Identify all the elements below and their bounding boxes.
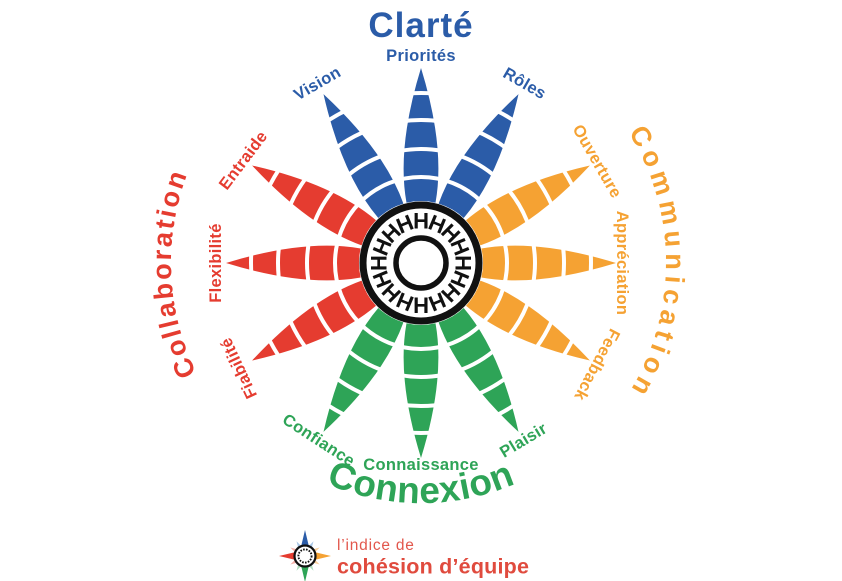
- spoke-label-entraide: Entraide: [216, 128, 272, 193]
- brand-mini-logo: [279, 530, 331, 581]
- spoke-label-ouverture: Ouverture: [569, 122, 625, 202]
- petal-communication: [481, 245, 616, 281]
- spoke-label-roles: Rôles: [500, 64, 549, 103]
- logo-letter: H: [451, 255, 476, 271]
- petal-connexion: [403, 323, 439, 458]
- quadrant-title-clarte: Clarté: [368, 6, 473, 45]
- brand-text-line1: l’indice de: [337, 537, 415, 554]
- brand-text-line2: cohésion d’équipe: [337, 555, 529, 579]
- petal-clarte: [403, 68, 439, 203]
- spoke-label-connaissance: Connaissance: [363, 456, 478, 474]
- logo-inner-ring: [393, 235, 449, 291]
- logo-letter: H: [367, 255, 392, 271]
- segment-arc: [249, 91, 593, 435]
- segment-arc: [305, 147, 537, 379]
- segment-arcs: [249, 91, 593, 435]
- spoke-label-vision: Vision: [291, 63, 344, 104]
- petal-collaboration: [226, 245, 361, 281]
- segment-arc: [276, 118, 566, 408]
- spoke-label-flexibilite: Flexibilité: [207, 223, 225, 302]
- spoke-label-plaisir: Plaisir: [497, 419, 551, 461]
- spoke-label-feedback: Feedback: [570, 326, 623, 404]
- spoke-label-fiabilite: Fiabilité: [217, 335, 261, 402]
- spoke-label-appreciation: Appréciation: [613, 211, 631, 315]
- segment-arc: [333, 175, 509, 351]
- quadrant-title-collaboration: Collaboration: [147, 165, 202, 383]
- spoke-label-confiance: Confiance: [279, 410, 358, 470]
- spoke-label-priorites: Priorités: [386, 47, 456, 65]
- mini-logo-dotted-ring: [297, 548, 313, 564]
- logo-letter: H: [413, 293, 429, 318]
- logo-letter: H: [413, 209, 429, 234]
- quadrant-title-communication: Communication: [623, 120, 690, 405]
